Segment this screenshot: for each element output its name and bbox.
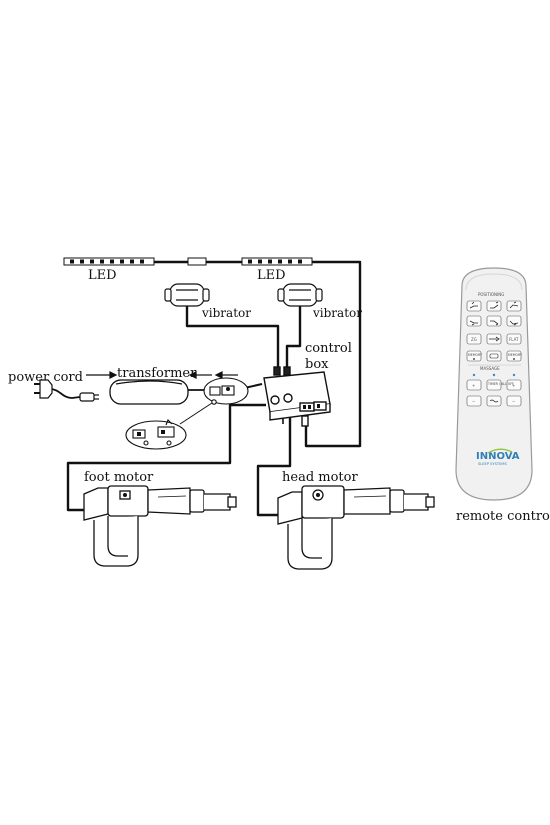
remote-row1 (466, 300, 522, 327)
remote-foot-massage-plus-button[interactable] (506, 379, 522, 391)
remote-both-up-button[interactable] (506, 300, 522, 312)
vibrator-left-label: vibrator (201, 306, 251, 320)
plug-connector (79, 392, 99, 402)
remote-head-down-button[interactable] (466, 315, 482, 327)
remote-memory-b-button[interactable] (506, 350, 522, 362)
remote-brand-sub: SLEEP SYSTEMS (478, 462, 507, 466)
vibrator-right-label: vibrator (312, 306, 362, 320)
control-box-label-line2: box (305, 357, 329, 372)
remote-row1-icons (469, 301, 519, 326)
remote-brand-swoosh-icon (487, 448, 513, 454)
detail-pointer-line (179, 402, 213, 425)
led-right-label: LED (257, 268, 286, 283)
remote-wave-icon (489, 399, 499, 403)
remote-row2 (466, 333, 522, 345)
power-plug (34, 379, 53, 399)
remote-foot-massage-minus-button[interactable] (506, 395, 522, 407)
remote-massage-label: MASSAGE (480, 366, 500, 371)
remote-head-massage-minus-button[interactable] (466, 395, 482, 407)
remote-row4 (466, 379, 522, 407)
remote-memory-a-dot (473, 358, 475, 360)
remote-memory-b-dot (513, 358, 515, 360)
remote-mid-icon (489, 336, 500, 342)
remote-timer-label: TIMER / ALL OFF (487, 382, 514, 386)
remote-brand-logo: INNOVA (476, 451, 520, 462)
remote-zg-button[interactable] (466, 333, 482, 345)
control-box-label-line1: control (305, 341, 352, 356)
remote-both-down-button[interactable] (506, 315, 522, 327)
remote-minus-left: − (472, 399, 475, 404)
remote-control-label: remote control (456, 509, 550, 524)
vibrator-left (164, 283, 210, 307)
remote-flat-label: FLAT (509, 337, 519, 342)
remote-minus-right: − (512, 399, 515, 404)
remote-zg-label: ZG (471, 337, 477, 342)
foot-motor (83, 485, 237, 567)
power-cord-label: power cord (8, 370, 83, 385)
remote-foot-up-button[interactable] (486, 300, 502, 312)
head-motor (277, 485, 435, 570)
led-strip (63, 257, 313, 266)
led-left-label: LED (88, 268, 117, 283)
remote-light-button[interactable] (486, 350, 502, 362)
remote-light-icon (489, 353, 499, 359)
remote-timer-button[interactable] (486, 379, 502, 391)
remote-memory-a-label: MEMORY (468, 353, 482, 357)
remote-row3 (466, 350, 522, 362)
remote-plus-left: + (472, 383, 475, 388)
remote-indicators (472, 373, 516, 377)
head-motor-label: head motor (282, 470, 358, 485)
remote-memory-b-label: MEMORY (508, 353, 522, 357)
vibrator-right (277, 283, 323, 307)
transformer-arrows (86, 371, 238, 379)
remote-plus-right: + (512, 383, 515, 388)
remote-memory-a-button[interactable] (466, 350, 482, 362)
transformer-label: transformer (117, 366, 197, 381)
remote-head-massage-plus-button[interactable] (466, 379, 482, 391)
remote-positioning-label: POSITIONING (478, 292, 504, 297)
connector-detail (203, 377, 249, 405)
transformer-unit (109, 379, 189, 405)
connector-detail-zoom (125, 419, 187, 450)
remote-flat-button[interactable] (506, 333, 522, 345)
control-box (263, 366, 331, 427)
remote-control: POSITIONING ZG FLAT (455, 267, 533, 501)
foot-motor-label: foot motor (84, 470, 154, 485)
